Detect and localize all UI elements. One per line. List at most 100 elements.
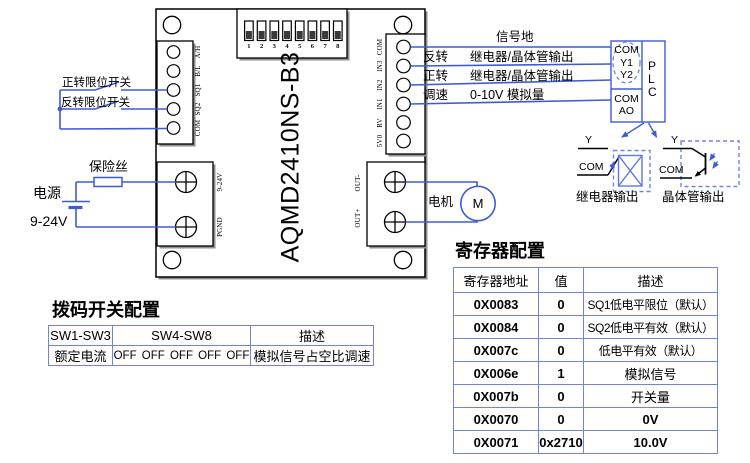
relay-y-label: Y	[585, 134, 593, 146]
table-row: 0X007b 0 开关量	[453, 384, 718, 408]
plc-arrows	[621, 122, 658, 138]
dip-number: 8	[336, 43, 340, 50]
cell-value: 0	[538, 407, 584, 431]
transistor-output-caption: 晶体管输出	[662, 190, 725, 204]
plc-pin-com-bot: COM	[614, 93, 639, 105]
plc-letter-l: L	[648, 72, 655, 86]
fuse-label: 保险丝	[89, 159, 129, 174]
header-cell: SW4-SW8	[112, 325, 251, 346]
left-terminal-block	[156, 40, 196, 147]
cell-address: 0X0084	[453, 315, 539, 339]
dip-number: 1	[247, 43, 251, 50]
table-row: 0X006e 1 模拟信号	[453, 361, 718, 385]
power-supply-circuit	[62, 176, 176, 228]
transistor-y-label: Y	[671, 134, 679, 146]
plc-letter-c: C	[648, 85, 657, 99]
plc-pin-com-top: COM	[614, 44, 639, 56]
cell-address: 0X0071	[453, 430, 539, 454]
table-header-row: SW1-SW3 SW4-SW8 描述	[48, 325, 374, 346]
plc-pin-y1: Y1	[620, 56, 633, 69]
motor-circuit	[405, 181, 496, 223]
header-cell: 描述	[250, 325, 374, 346]
cell-desc: 低电平有效（默认）	[583, 338, 718, 362]
cell-value: 1	[538, 361, 584, 385]
plc-pin-ao: AO	[618, 105, 635, 117]
mounting-holes	[162, 15, 413, 270]
pin-label-out-minus: OUT-	[354, 174, 363, 191]
table-header-row: 寄存器地址 值 描述	[453, 267, 718, 293]
cell-address: 0X0070	[453, 407, 539, 431]
plc-box	[610, 40, 666, 123]
cell-sw4-sw8: OFF OFF OFF OFF OFF	[112, 345, 251, 366]
table-row: 0X0070 0 0V	[453, 407, 718, 431]
forward-desc-label: 继电器/晶体管输出	[470, 69, 574, 83]
motor-circle	[459, 185, 496, 222]
cell-desc: 模拟信号	[583, 361, 718, 385]
plc-letter-p: P	[648, 59, 657, 73]
register-table-title: 寄存器配置	[455, 241, 545, 261]
transistor-output-symbol	[660, 140, 740, 188]
cell-value: 0	[538, 292, 584, 316]
cell-desc: 10.0V	[583, 430, 718, 454]
header-cell: SW1-SW3	[48, 325, 113, 346]
table-row: 额定电流 OFF OFF OFF OFF OFF 模拟信号占空比调速	[48, 345, 374, 366]
board-name: AQMD2410NS-B3	[276, 51, 305, 263]
pin-label-sq1: SQ1	[193, 83, 202, 97]
fuse-symbol	[93, 176, 123, 188]
pin-label-pgnd: PGND	[216, 217, 225, 237]
forward-label: 正转	[423, 69, 449, 83]
dip-number: 6	[310, 43, 315, 50]
transistor-com-label: COM	[659, 164, 684, 176]
relay-output-symbol	[577, 147, 651, 193]
cell-address: 0X006e	[453, 361, 539, 385]
header-cell: 寄存器地址	[453, 267, 539, 293]
dip-switch-block	[236, 8, 350, 61]
fwd-limit-switch-label: 正转限位开关	[62, 77, 131, 89]
dip-number: 2	[259, 43, 264, 50]
dip-switches	[244, 20, 343, 42]
power-voltage-label: 9-24V	[30, 213, 68, 229]
cell-desc: SQ2低电平有效（默认）	[583, 315, 718, 339]
pin-label-sq2: SQ2	[193, 102, 202, 116]
dip-number: 3	[272, 43, 276, 50]
cell-address: 0X0083	[453, 292, 539, 316]
pin-label-in1: IN1	[376, 98, 385, 110]
table-row: 0X0083 0 SQ1低电平限位（默认）	[453, 292, 718, 316]
dip-number: 4	[285, 43, 289, 50]
pin-label-bl: B/L	[193, 65, 202, 77]
signal-wires	[410, 46, 612, 105]
reverse-desc-label: 继电器/晶体管输出	[470, 50, 574, 64]
table-row: 0X0071 0x2710 10.0V	[453, 430, 718, 454]
relay-com-label: COM	[579, 161, 604, 173]
cell-value: 0	[538, 315, 584, 339]
pin-label-in2: IN2	[376, 79, 385, 91]
plc-output-group-ellipse	[612, 41, 641, 84]
signal-ground-label: 信号地	[496, 30, 534, 44]
cell-value: 0	[538, 384, 584, 408]
cell-desc: 模拟信号占空比调速	[250, 345, 374, 366]
header-cell: 描述	[583, 267, 718, 293]
pin-label-9-24v: 9-24V	[216, 172, 225, 192]
cell-value: 0	[538, 338, 584, 362]
cell-sw1-sw3: 额定电流	[48, 345, 113, 366]
cell-desc: SQ1低电平限位（默认）	[583, 292, 718, 316]
photo-arrows	[709, 153, 719, 169]
power-label: 电源	[33, 185, 61, 201]
pin-label-com2: COM	[376, 38, 385, 56]
output-screw-terminals	[383, 170, 407, 234]
cell-desc: 开关量	[583, 384, 718, 408]
cell-value: 0x2710	[538, 430, 584, 454]
dip-table-title: 拨码开关配置	[52, 300, 160, 320]
dip-switch-table: SW1-SW3 SW4-SW8 描述 额定电流 OFF OFF OFF OFF …	[48, 325, 374, 366]
relay-output-caption: 继电器输出	[576, 190, 639, 204]
cell-address: 0X007b	[453, 384, 539, 408]
wire-junction-dot	[57, 106, 63, 112]
power-terminal-block	[156, 161, 216, 249]
dip-number: 5	[298, 43, 302, 50]
pin-label-rv: RV	[376, 117, 385, 128]
speed-label: 调速	[423, 88, 449, 102]
reverse-label: 反转	[423, 50, 449, 64]
pin-label-ah: A/H	[193, 45, 202, 59]
plc-pin-y2: Y2	[620, 69, 633, 81]
